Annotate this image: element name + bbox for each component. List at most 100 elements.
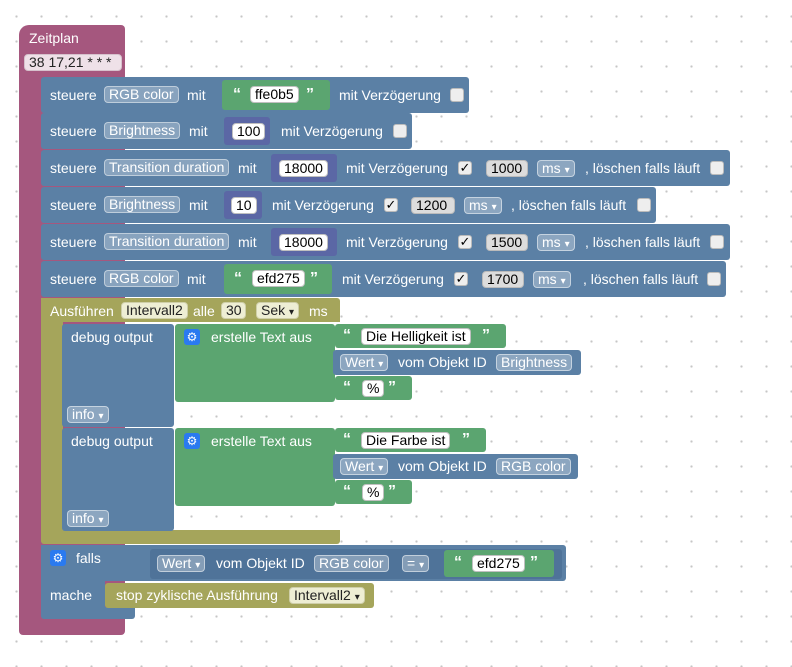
- wert-dropdown[interactable]: Wert ▾: [340, 354, 389, 371]
- operator-dropdown[interactable]: = ▾: [402, 555, 430, 572]
- unit-label: ms: [542, 160, 561, 176]
- number-value[interactable]: 10: [231, 197, 257, 214]
- chevron-down-icon: ▾: [289, 307, 295, 318]
- number-value[interactable]: 18000: [279, 160, 328, 177]
- interval-block-foot: [41, 530, 340, 544]
- control-target[interactable]: RGB color: [104, 86, 179, 103]
- interval-block-side: [41, 298, 63, 534]
- delay-label: mit Verzögerung: [339, 87, 441, 103]
- chevron-down-icon: ▾: [564, 239, 570, 250]
- chevron-down-icon: ▾: [378, 463, 384, 474]
- number-value[interactable]: 100: [232, 123, 266, 140]
- debug-level-dropdown[interactable]: info ▾: [67, 406, 109, 423]
- quote-close-icon: ”: [530, 554, 538, 571]
- create-text-block[interactable]: [175, 428, 335, 506]
- wert-label: Wert: [345, 458, 375, 474]
- delay-label: mit Verzögerung: [346, 160, 448, 176]
- unit-dropdown[interactable]: ms ▾: [464, 197, 502, 214]
- text-value[interactable]: efd275: [252, 270, 305, 287]
- text-part-value[interactable]: Die Helligkeit ist: [361, 328, 471, 345]
- if-block-foot: [41, 607, 135, 619]
- unit-dropdown[interactable]: ms ▾: [533, 271, 571, 288]
- text-part-value[interactable]: %: [362, 484, 385, 501]
- control-verb: steuere: [50, 271, 97, 287]
- control-target[interactable]: Transition duration: [104, 233, 230, 250]
- schedule-block-body: [19, 60, 41, 630]
- do-label: mache: [50, 587, 93, 603]
- control-block-5[interactable]: [41, 224, 730, 260]
- delay-checkbox[interactable]: [450, 88, 464, 102]
- object-id-field[interactable]: Brightness: [496, 354, 573, 371]
- debug-output-block[interactable]: [62, 324, 174, 427]
- clear-checkbox[interactable]: [710, 161, 724, 175]
- object-id-field[interactable]: RGB color: [314, 555, 389, 572]
- unit-dropdown[interactable]: ms ▾: [537, 234, 575, 251]
- clear-checkbox[interactable]: [637, 198, 651, 212]
- interval-value[interactable]: 30: [221, 302, 246, 319]
- debug-level: info: [72, 406, 95, 422]
- text-part-value[interactable]: %: [362, 380, 385, 397]
- unit-dropdown[interactable]: ms ▾: [537, 160, 575, 177]
- create-text-block[interactable]: [175, 324, 335, 402]
- number-value[interactable]: 18000: [279, 234, 328, 251]
- delay-value[interactable]: 1200: [411, 197, 455, 214]
- chevron-down-icon: ▾: [98, 411, 104, 422]
- object-id-field[interactable]: RGB color: [496, 458, 571, 475]
- interval-alle: alle: [193, 303, 215, 319]
- text-value[interactable]: efd275: [472, 555, 525, 572]
- delay-checkbox[interactable]: ✓: [458, 234, 472, 249]
- debug-output-block[interactable]: [62, 428, 174, 531]
- text-value[interactable]: ffe0b5: [250, 86, 299, 103]
- control-target[interactable]: Transition duration: [104, 159, 230, 176]
- wert-dropdown[interactable]: Wert ▾: [157, 555, 206, 572]
- delay-checkbox[interactable]: ✓: [384, 197, 398, 212]
- control-verb: steuere: [50, 234, 97, 250]
- control-block-3[interactable]: [41, 150, 730, 186]
- gear-icon[interactable]: ⚙: [50, 550, 66, 566]
- delay-value[interactable]: 1700: [482, 271, 524, 288]
- quote-close-icon: ”: [482, 327, 490, 344]
- stop-interval-dropdown[interactable]: Intervall2 ▾: [289, 587, 365, 604]
- text-part-value[interactable]: Die Farbe ist: [361, 432, 451, 449]
- debug-level-dropdown[interactable]: info ▾: [67, 510, 109, 527]
- clear-label: , löschen falls läuft: [583, 271, 699, 287]
- quote-close-icon: ”: [310, 270, 318, 287]
- chevron-down-icon: ▾: [564, 165, 570, 176]
- if-label: falls: [76, 550, 101, 566]
- stop-label: stop zyklische Ausführung: [116, 587, 278, 603]
- quote-open-icon: “: [343, 327, 351, 344]
- gear-icon[interactable]: ⚙: [184, 433, 200, 449]
- control-mit: mit: [189, 197, 208, 213]
- control-verb: steuere: [50, 160, 97, 176]
- clear-checkbox[interactable]: [710, 235, 724, 249]
- control-mit: mit: [187, 271, 206, 287]
- quote-open-icon: “: [234, 270, 242, 287]
- clear-label: , löschen falls läuft: [585, 160, 701, 176]
- wert-label: Wert: [345, 354, 375, 370]
- delay-checkbox[interactable]: [393, 124, 407, 138]
- control-target[interactable]: Brightness: [104, 122, 181, 139]
- control-block-6[interactable]: [41, 261, 726, 297]
- interval-unit: Sek: [261, 302, 286, 318]
- gear-icon[interactable]: ⚙: [184, 329, 200, 345]
- create-text-label: erstelle Text aus: [211, 433, 312, 449]
- control-verb: steuere: [50, 197, 97, 213]
- object-id-label: vom Objekt ID: [398, 354, 487, 370]
- delay-checkbox[interactable]: ✓: [458, 160, 472, 175]
- control-target[interactable]: Brightness: [104, 196, 181, 213]
- control-target[interactable]: RGB color: [104, 270, 179, 287]
- delay-value[interactable]: 1500: [486, 234, 528, 251]
- quote-close-icon: ”: [306, 86, 314, 103]
- wert-label: Wert: [162, 555, 192, 571]
- control-block-4[interactable]: [41, 187, 656, 223]
- interval-name[interactable]: Intervall2: [121, 302, 188, 319]
- schedule-field[interactable]: 38 17,21 * * *: [24, 54, 122, 71]
- clear-checkbox[interactable]: [707, 272, 721, 286]
- wert-dropdown[interactable]: Wert ▾: [340, 458, 389, 475]
- delay-value[interactable]: 1000: [486, 160, 528, 177]
- interval-unit-dropdown[interactable]: Sek ▾: [256, 302, 300, 319]
- delay-checkbox[interactable]: ✓: [454, 271, 468, 286]
- control-mit: mit: [238, 160, 257, 176]
- quote-open-icon: “: [233, 86, 241, 103]
- quote-open-icon: “: [454, 554, 462, 571]
